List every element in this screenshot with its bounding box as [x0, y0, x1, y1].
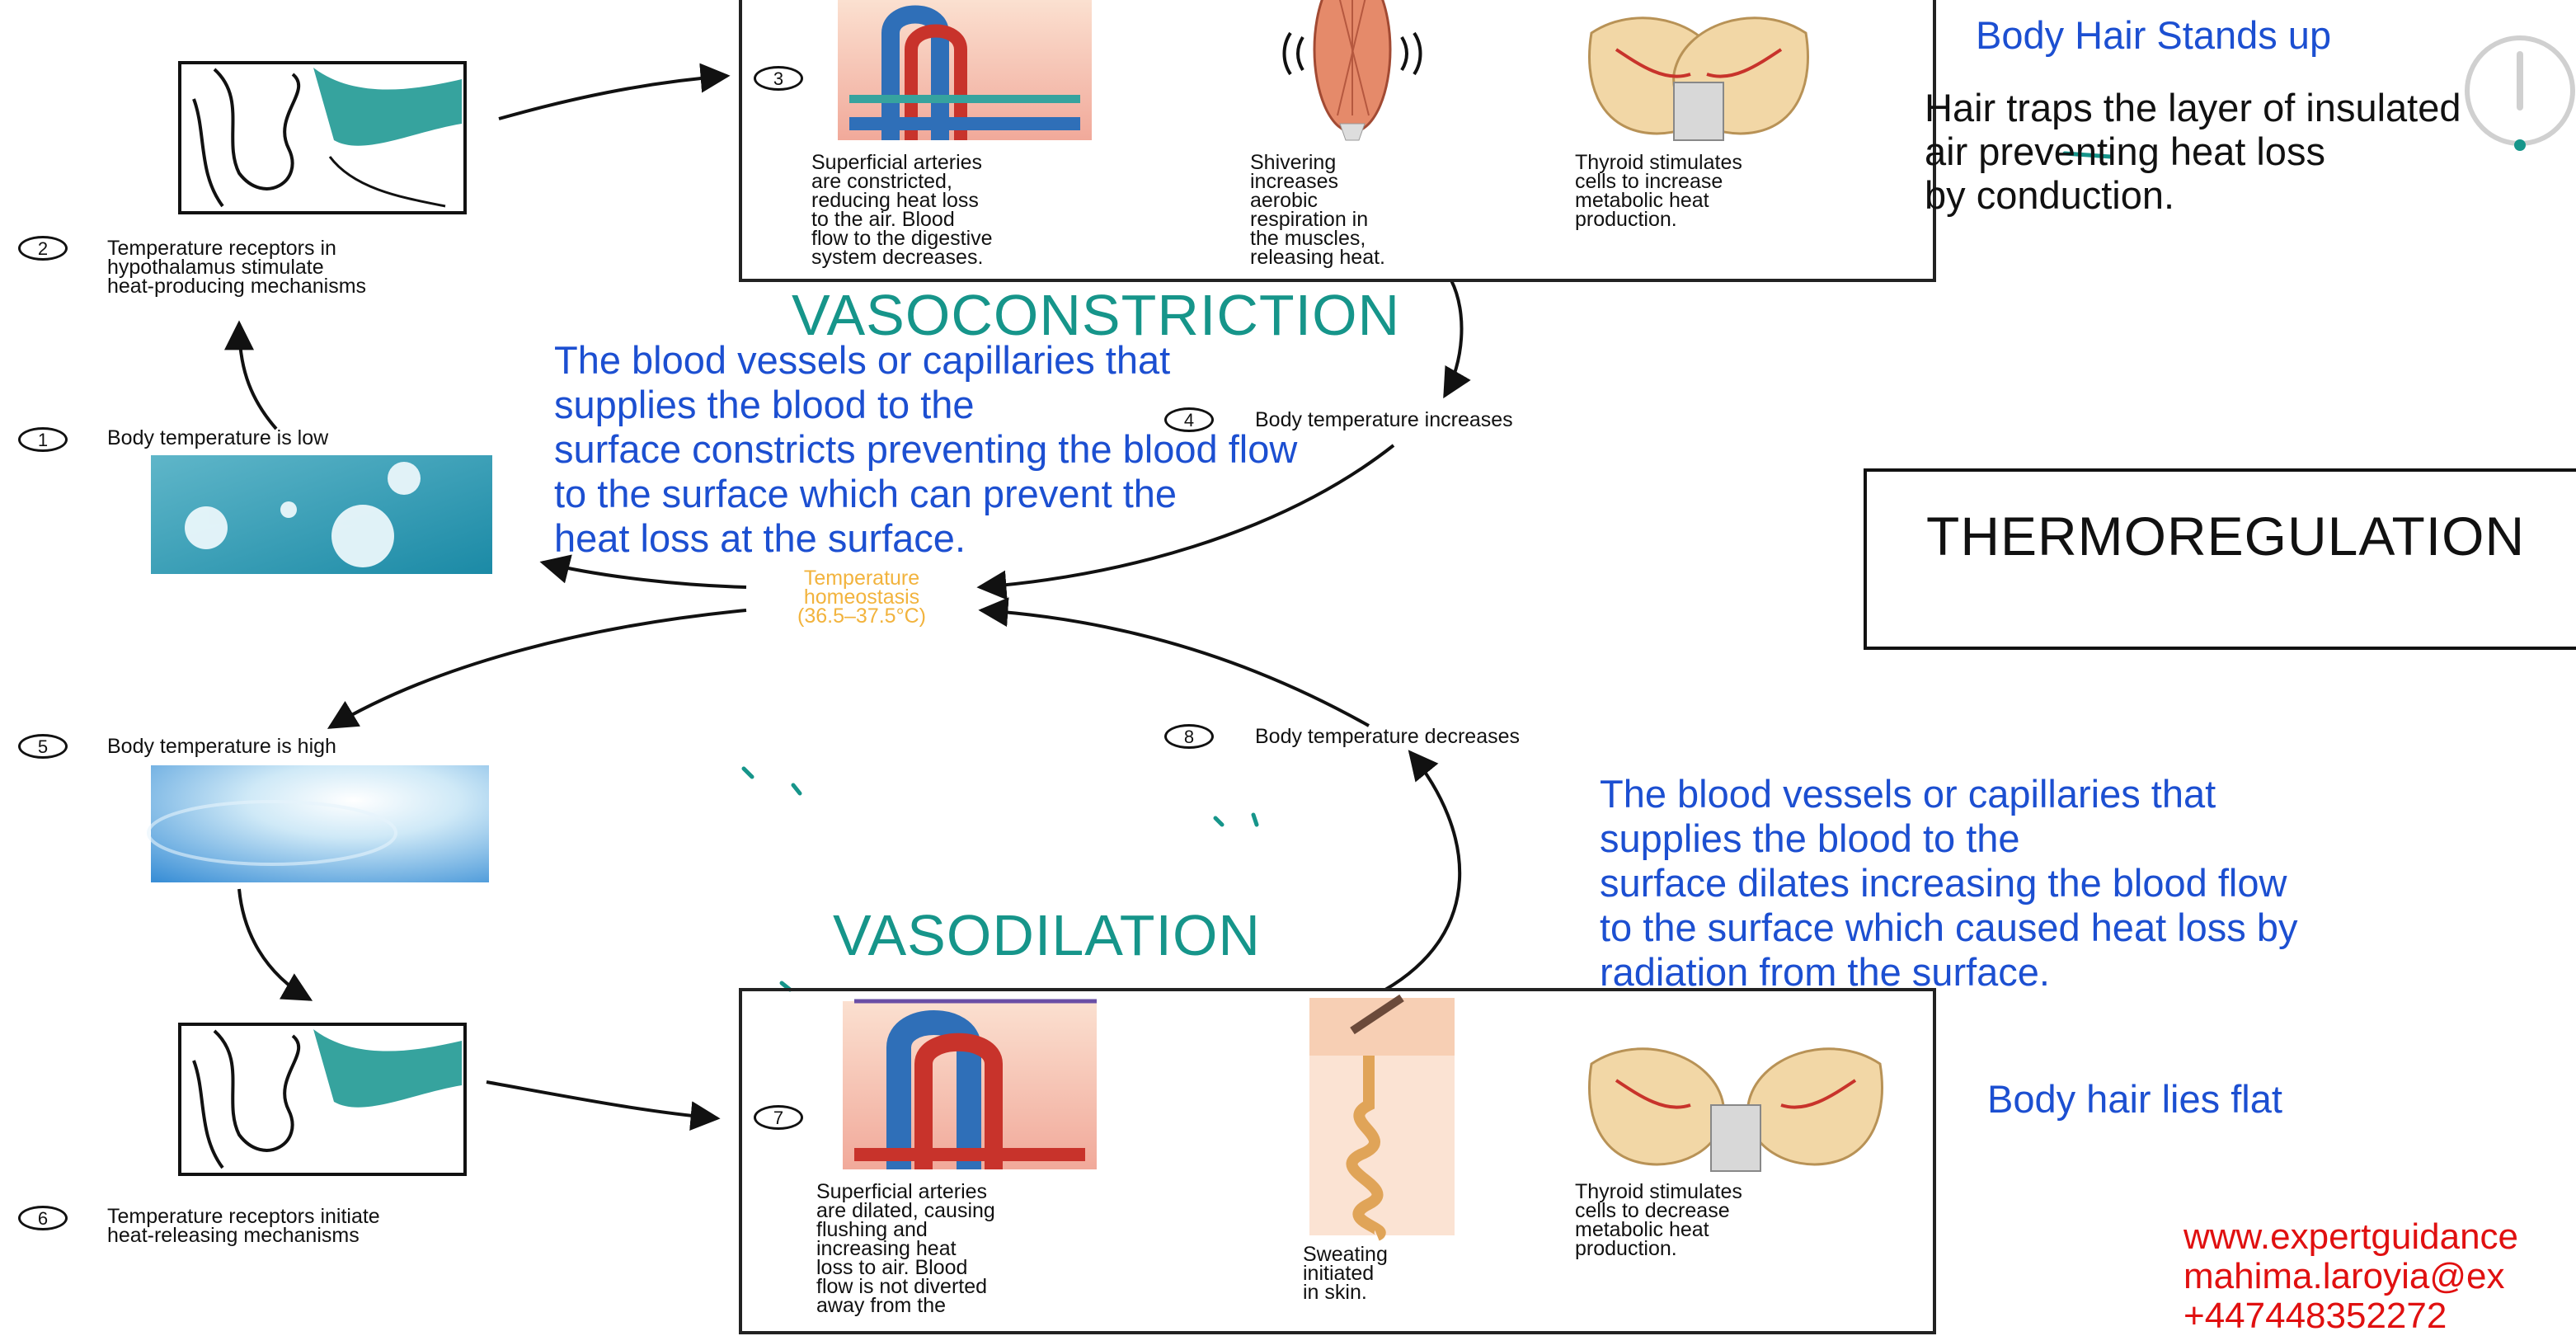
hair-stands-up-note: Hair traps the layer of insulated air pr… — [1925, 86, 2461, 217]
bottom-caption-sweating: Sweating initiated in skin. — [1303, 1245, 1388, 1302]
heat-image — [148, 765, 489, 882]
hypothalamus-illustration-bottom — [180, 1024, 465, 1174]
top-caption-arteries: Superficial arteries are constricted, re… — [811, 153, 993, 267]
pen-cursor-icon — [2467, 38, 2573, 151]
top-caption-shivering: Shivering increases aerobic respiration … — [1250, 153, 1385, 267]
step-badge-6: 6 — [18, 1206, 68, 1230]
step-label-6: Temperature receptors initiate heat-rele… — [107, 1207, 380, 1245]
title-box: THERMOREGULATION — [1864, 468, 2576, 650]
step-badge-7: 7 — [754, 1105, 803, 1130]
arrow-6-to-7 — [487, 1082, 717, 1118]
arrow-3-to-4 — [1445, 280, 1461, 396]
arrow-5-to-6 — [239, 889, 310, 1000]
arrow-homeostasis-to-5 — [330, 610, 746, 727]
vasodilation-note: The blood vessels or capillaries that su… — [1600, 772, 2297, 995]
hair-stands-up-heading: Body Hair Stands up — [1976, 13, 2331, 58]
arrow-homeostasis-to-1 — [543, 562, 746, 587]
vasoconstriction-note: The blood vessels or capillaries that su… — [554, 338, 1297, 561]
arrow-7-to-8 — [1385, 752, 1460, 990]
step-badge-1: 1 — [18, 427, 68, 452]
step-badge-8: 8 — [1164, 724, 1214, 749]
vasodilation-heading: VASODILATION — [833, 902, 1261, 968]
page-title: THERMOREGULATION — [1926, 505, 2525, 567]
contact-info: www.expertguidance mahima.laroyia@ex +44… — [2183, 1217, 2518, 1336]
step-badge-3: 3 — [754, 66, 803, 91]
top-caption-thyroid: Thyroid stimulates cells to increase met… — [1575, 153, 1742, 229]
bottom-caption-arteries: Superficial arteries are dilated, causin… — [816, 1183, 995, 1315]
hypothalamus-illustration-top — [180, 63, 465, 213]
step-badge-2: 2 — [18, 236, 68, 261]
arrow-8-to-homeostasis — [981, 610, 1369, 726]
arrow-2-to-3 — [499, 76, 727, 119]
step-badge-5: 5 — [18, 734, 68, 759]
step-label-8: Body temperature decreases — [1255, 727, 1520, 746]
hair-lies-flat-heading: Body hair lies flat — [1987, 1077, 2282, 1122]
bottom-caption-thyroid: Thyroid stimulates cells to decrease met… — [1575, 1183, 1742, 1258]
step-label-5: Body temperature is high — [107, 737, 336, 756]
arrow-1-to-2 — [239, 323, 276, 429]
step-label-2: Temperature receptors in hypothalamus st… — [107, 239, 366, 296]
step-label-1: Body temperature is low — [107, 429, 328, 448]
homeostasis-label: Temperature homeostasis (36.5–37.5°C) — [726, 569, 998, 626]
snow-image — [151, 455, 492, 574]
